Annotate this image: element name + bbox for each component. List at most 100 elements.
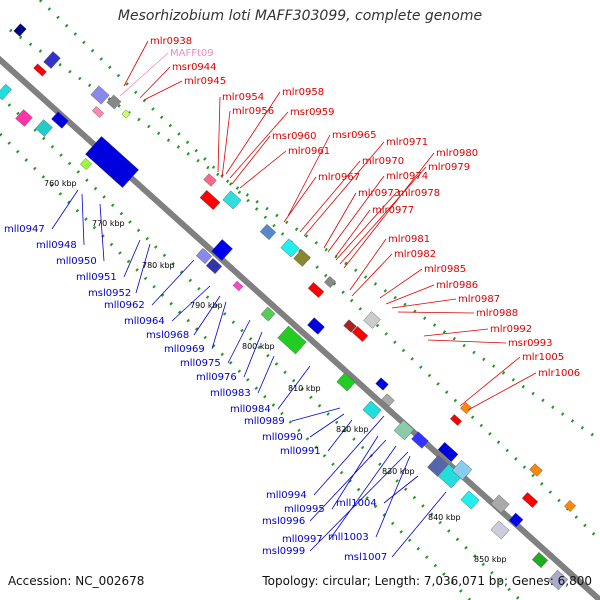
reverse-gene-leader — [81, 193, 85, 246]
forward-gene-leader — [283, 176, 317, 223]
reverse-gene-label: mll0991 — [280, 446, 321, 457]
reverse-gene-label: mll0975 — [180, 358, 221, 369]
forward-gene-leader — [139, 66, 171, 99]
forward-gene-leader — [397, 311, 475, 314]
forward-gene-leader — [459, 356, 521, 407]
gene-block — [460, 402, 472, 414]
dotted-track-2 — [0, 94, 522, 600]
reverse-gene-label: mll0990 — [262, 432, 303, 443]
reverse-gene-label: mll0962 — [104, 300, 145, 311]
reverse-gene-label: mll0947 — [4, 224, 45, 235]
gene-block — [15, 109, 33, 127]
reverse-gene-label: msl1007 — [344, 552, 387, 563]
forward-gene-label: mlr0961 — [288, 146, 330, 157]
gene-block — [205, 257, 223, 275]
reverse-gene-leader — [151, 259, 195, 306]
gene-block — [195, 247, 213, 265]
forward-gene-label: mlr0938 — [150, 36, 192, 47]
gene-block — [277, 325, 307, 355]
reverse-gene-leader — [277, 365, 311, 410]
forward-gene-label: mlr0954 — [222, 92, 264, 103]
reverse-gene-label: mll0950 — [56, 256, 97, 267]
reverse-gene-label: mll0989 — [244, 416, 285, 427]
gene-block — [547, 569, 569, 591]
gene-block — [449, 414, 463, 426]
gene-block — [307, 282, 325, 298]
forward-gene-label: mlr0988 — [476, 308, 518, 319]
reverse-gene-label: mll0997 — [282, 534, 323, 545]
reverse-gene-label: mll0976 — [196, 372, 237, 383]
gene-block — [43, 51, 61, 69]
gene-block — [490, 520, 510, 540]
gene-block — [375, 377, 389, 391]
forward-gene-leader — [287, 134, 331, 217]
tick-label: 820 kbp — [336, 425, 369, 434]
tick-label: 850 kbp — [474, 555, 507, 564]
reverse-gene-label: mll0984 — [230, 404, 271, 415]
reverse-gene-leader — [327, 419, 353, 452]
forward-gene-leader — [123, 40, 149, 87]
gene-block — [336, 372, 356, 392]
reverse-gene-label: mll0964 — [124, 316, 165, 327]
gene-block — [232, 280, 244, 292]
gene-block — [121, 109, 131, 119]
forward-gene-label: mlr0978 — [398, 188, 440, 199]
forward-gene-label: msr0993 — [508, 338, 553, 349]
reverse-gene-label: mll1003 — [328, 532, 369, 543]
forward-gene-label: mlr0971 — [386, 137, 428, 148]
tick-label: 780 kbp — [142, 261, 175, 270]
reverse-gene-leader — [171, 285, 211, 322]
gene-block — [324, 276, 336, 288]
gene-block — [199, 189, 221, 211]
forward-gene-label: MAFFt09 — [170, 48, 214, 59]
reverse-gene-leader — [391, 491, 447, 558]
forward-gene-leader — [423, 328, 489, 337]
forward-gene-label: mlr0985 — [424, 264, 466, 275]
forward-gene-label: mlr0974 — [386, 171, 428, 182]
forward-gene-label: mlr1005 — [522, 352, 564, 363]
tick-label: 830 kbp — [382, 467, 415, 476]
reverse-gene-leader — [309, 439, 387, 522]
reverse-gene-leader — [193, 295, 221, 336]
reverse-gene-label: mll0951 — [76, 272, 117, 283]
reverse-gene-leader — [99, 203, 105, 262]
gene-block — [33, 63, 47, 77]
gene-block — [280, 238, 300, 258]
forward-gene-label: mlr0973 — [358, 188, 400, 199]
forward-gene-label: mlr0980 — [436, 148, 478, 159]
gene-block — [203, 173, 217, 187]
gene-block — [85, 136, 139, 188]
reverse-gene-leader — [243, 331, 263, 378]
forward-gene-label: mlr0956 — [232, 106, 274, 117]
reverse-gene-leader — [211, 301, 227, 350]
forward-gene-label: msr0944 — [172, 62, 217, 73]
genome-summary: Topology: circular; Length: 7,036,071 bp… — [262, 574, 592, 588]
map-title: Mesorhizobium loti MAFF303099, complete … — [117, 8, 483, 24]
gene-block — [363, 311, 381, 329]
reverse-gene-label: mll0948 — [36, 240, 77, 251]
reverse-gene-label: msl0999 — [262, 546, 305, 557]
forward-gene-leader — [303, 141, 385, 237]
tick-label: 810 kbp — [288, 384, 321, 393]
reverse-gene-leader — [329, 445, 397, 540]
forward-gene-leader — [299, 160, 361, 233]
forward-gene-leader — [323, 192, 357, 249]
forward-gene-label: mlr0981 — [388, 234, 430, 245]
forward-gene-label: mlr0977 — [372, 205, 414, 216]
forward-gene-leader — [467, 372, 537, 411]
forward-gene-label: mlr0982 — [394, 249, 436, 260]
reverse-gene-leader — [257, 355, 275, 394]
gene-block — [521, 492, 539, 508]
gene-block — [460, 490, 480, 510]
gene-block — [80, 158, 92, 170]
forward-gene-leader — [229, 111, 289, 179]
dotted-track-1 — [38, 0, 600, 542]
forward-gene-label: mlr0979 — [428, 162, 470, 173]
gene-block — [260, 306, 276, 322]
gene-block — [293, 249, 311, 267]
reverse-gene-leader — [51, 189, 79, 230]
forward-gene-label: mlr0945 — [184, 76, 226, 87]
gene-block — [381, 393, 395, 407]
reverse-gene-leader — [383, 475, 419, 504]
